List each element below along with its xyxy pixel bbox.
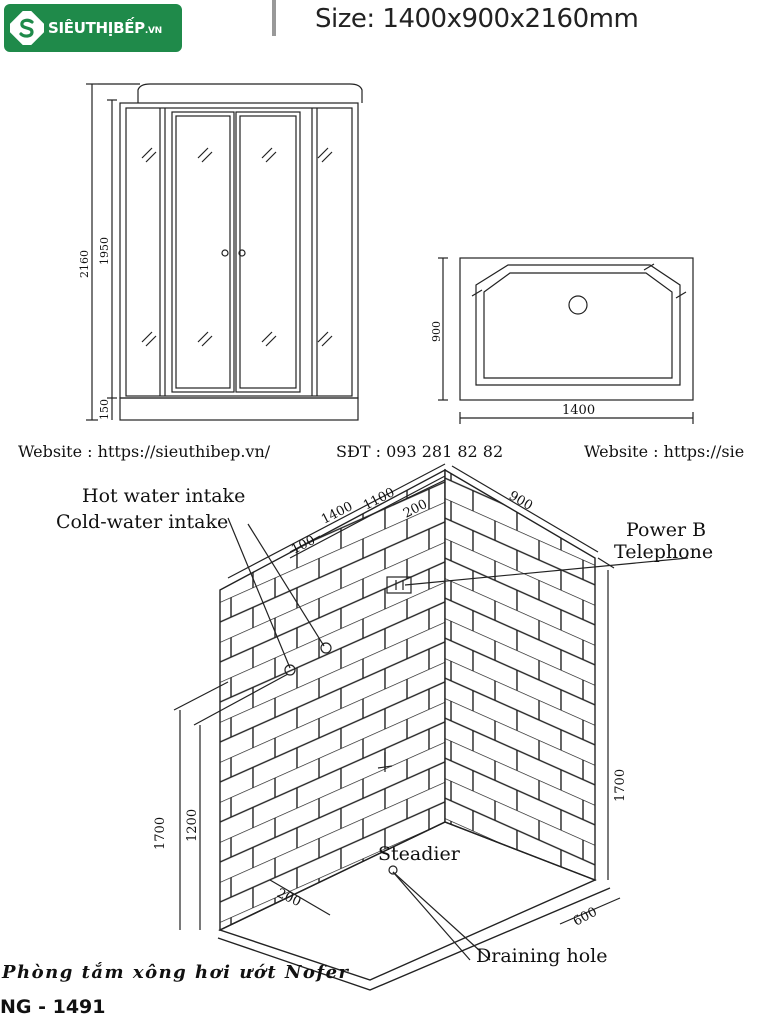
label-power: Power B xyxy=(626,519,706,541)
label-cold-water: Cold-water intake xyxy=(56,511,228,533)
dim-1700-right: 1700 xyxy=(613,769,628,802)
label-steadier: Steadier xyxy=(378,843,461,865)
dim-1200: 1200 xyxy=(185,809,200,842)
installation-drawing: Hot water intake Cold-water intake Power… xyxy=(56,463,713,991)
brand-logo: SIÊUTHỊBẾP.VN xyxy=(4,4,182,52)
dim-1700-left: 1700 xyxy=(153,817,168,850)
front-dim-door: 1950 xyxy=(98,237,111,265)
website-link-1[interactable]: Website : https://sieuthibep.vn/ xyxy=(18,442,271,461)
front-dim-base: 150 xyxy=(98,399,111,420)
top-dim-depth: 900 xyxy=(430,321,443,342)
label-hot-water: Hot water intake xyxy=(82,485,245,507)
header-divider xyxy=(272,0,276,36)
product-code: NG - 1491 xyxy=(0,996,106,1018)
phone-number: SĐT : 093 281 82 82 xyxy=(336,442,504,461)
label-telephone: Telephone xyxy=(614,541,713,563)
product-title: Phòng tắm xông hơi ướt Nofer xyxy=(2,962,350,983)
contact-row: Website : https://sieuthibep.vn/ SĐT : 0… xyxy=(0,442,768,464)
front-view-drawing: 2160 1950 150 900 1400 xyxy=(78,83,694,424)
website-link-2[interactable]: Website : https://sie xyxy=(584,442,745,461)
logo-s-icon xyxy=(10,11,44,45)
label-draining-hole: Draining hole xyxy=(476,945,607,967)
front-dim-total: 2160 xyxy=(78,250,91,278)
logo-text: SIÊUTHỊBẾP.VN xyxy=(48,10,176,46)
size-title: Size: 1400x900x2160mm xyxy=(315,4,639,34)
top-dim-width: 1400 xyxy=(562,403,595,418)
